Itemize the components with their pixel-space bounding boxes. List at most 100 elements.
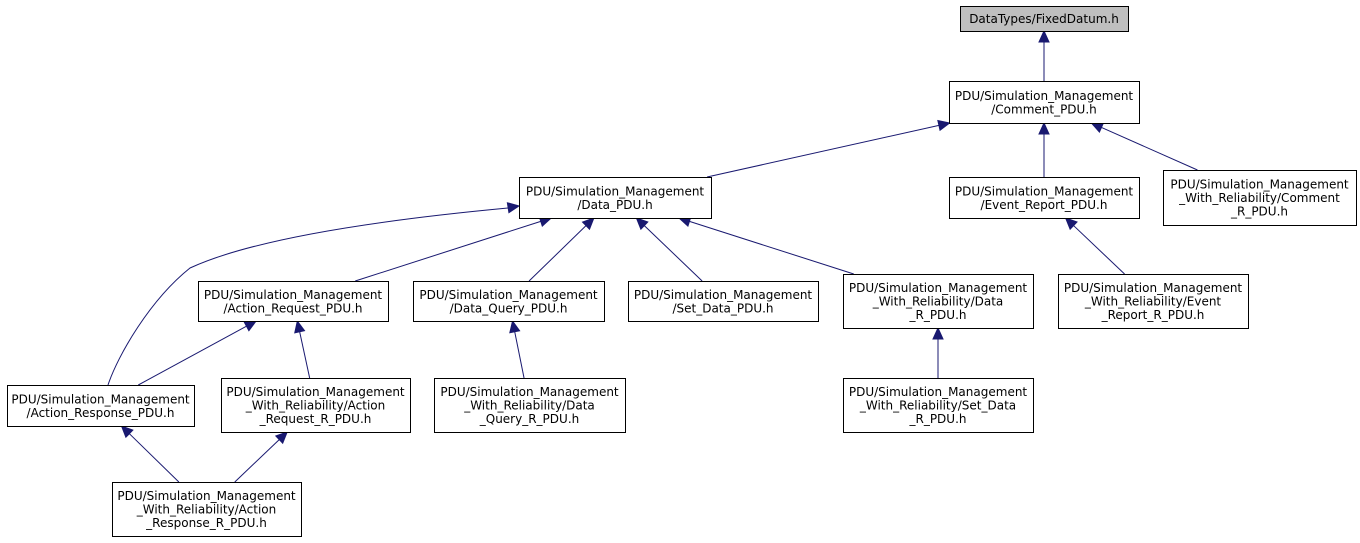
node-box [843, 274, 1034, 329]
edge-data_query-to-data [528, 217, 595, 282]
edge-arrowhead [937, 119, 951, 132]
edge-comment-to-fixed_datum [1038, 29, 1050, 81]
node-box [949, 81, 1140, 124]
node-comment-r[interactable]: PDU/Simulation_Management_With_Reliabili… [1163, 170, 1357, 226]
edge-arrowhead [243, 320, 258, 332]
node-set-data[interactable]: PDU/Simulation_Management/Set_Data_PDU.h [628, 281, 819, 322]
edge-line [1101, 126, 1198, 171]
node-label-line: PDU/Simulation_Management [1064, 281, 1243, 295]
node-label-line: PDU/Simulation_Management [526, 184, 705, 198]
node-comment[interactable]: PDU/Simulation_Management/Comment_PDU.h [949, 81, 1140, 124]
edge-action_request-to-data [355, 216, 553, 282]
node-label-line: _R_PDU.h [1230, 205, 1288, 219]
node-label-line: /Event_Report_PDU.h [981, 198, 1108, 212]
node-box [221, 378, 411, 433]
node-label-line: PDU/Simulation_Management [226, 385, 405, 399]
node-label-line: PDU/Simulation_Management [634, 288, 813, 302]
edge-line [138, 325, 247, 386]
edge-line [689, 220, 854, 275]
node-box [960, 6, 1129, 32]
edge-line [355, 220, 541, 282]
edge-data-to-comment [706, 119, 951, 178]
node-set-data-r[interactable]: PDU/Simulation_Management_With_Reliabili… [843, 378, 1034, 433]
node-data-query-r[interactable]: PDU/Simulation_Management_With_Reliabili… [434, 378, 626, 433]
edge-action_response_r-to-action_response [120, 425, 180, 483]
edge-arrowhead [294, 319, 306, 334]
node-label-line: PDU/Simulation_Management [849, 385, 1028, 399]
node-label-line: PDU/Simulation_Management [440, 385, 619, 399]
node-box [519, 177, 712, 219]
node-box [112, 482, 302, 537]
node-action-response[interactable]: PDU/Simulation_Management/Action_Respons… [7, 385, 195, 427]
edge-line [706, 124, 940, 178]
node-action-request-r[interactable]: PDU/Simulation_Management_With_Reliabili… [221, 378, 411, 433]
edge-arrowhead [509, 319, 521, 334]
node-fixed-datum: DataTypes/FixedDatum.h [960, 6, 1129, 32]
node-label-line: _With_Reliability/Comment [1178, 191, 1340, 205]
node-data-r[interactable]: PDU/Simulation_Management_With_Reliabili… [843, 274, 1034, 329]
node-label-line: PDU/Simulation_Management [955, 89, 1134, 103]
edge-line [514, 331, 525, 379]
edge-action_response-to-data [107, 202, 521, 386]
node-label-line: _With_Reliability/Data [872, 295, 1004, 309]
edge-arrowhead [635, 217, 649, 231]
edge-line [299, 331, 311, 379]
node-label-line: PDU/Simulation_Management [419, 288, 598, 302]
node-box [7, 385, 195, 427]
node-label-line: PDU/Simulation_Management [11, 392, 190, 406]
edge-set_data-to-data [635, 217, 703, 282]
node-data[interactable]: PDU/Simulation_Management/Data_PDU.h [519, 177, 712, 219]
edge-data_query_r-to-data_query [509, 319, 525, 379]
node-label-line: PDU/Simulation_Management [204, 288, 383, 302]
node-label-line: PDU/Simulation_Management [1170, 178, 1349, 192]
node-label-line: _With_Reliability/Action [245, 399, 386, 413]
node-box [843, 378, 1034, 433]
edge-arrowhead [932, 326, 944, 340]
edge-set_data_r-to-data_r [932, 326, 944, 378]
edge-arrowhead [506, 202, 521, 214]
edge-line [643, 225, 703, 282]
edge-arrowhead [274, 431, 289, 445]
edge-line [129, 433, 180, 483]
edge-line [1073, 225, 1125, 275]
edge-arrowhead [1064, 217, 1078, 231]
edge-action_response-to-action_request [138, 320, 258, 386]
edge-arrowhead [581, 217, 595, 231]
node-label-line: _With_Reliability/Data [463, 399, 595, 413]
edge-line [528, 225, 587, 282]
node-label-line: /Set_Data_PDU.h [672, 301, 773, 315]
node-label-line: _Request_R_PDU.h [259, 412, 372, 426]
node-label-line: /Action_Request_PDU.h [223, 301, 362, 315]
edge-line [234, 439, 280, 483]
edge-arrowhead [1038, 121, 1050, 135]
edge-action_request_r-to-action_request [294, 319, 311, 379]
node-label-line: PDU/Simulation_Management [849, 281, 1028, 295]
node-box [1163, 170, 1357, 226]
edge-arrowhead [1090, 122, 1105, 133]
node-box [1058, 274, 1249, 329]
node-event-report-r[interactable]: PDU/Simulation_Management_With_Reliabili… [1058, 274, 1249, 329]
node-box [949, 177, 1140, 219]
node-label-line: _R_PDU.h [908, 308, 966, 322]
node-label-line: _Response_R_PDU.h [145, 516, 267, 530]
node-label-line: PDU/Simulation_Management [955, 184, 1134, 198]
edge-arrowhead [120, 425, 134, 439]
node-box [413, 281, 605, 322]
node-data-query[interactable]: PDU/Simulation_Management/Data_Query_PDU… [413, 281, 605, 322]
node-label-line: _Report_R_PDU.h [1101, 308, 1205, 322]
edge-data_r-to-data [677, 216, 854, 275]
node-action-request[interactable]: PDU/Simulation_Management/Action_Request… [198, 281, 389, 322]
node-label-line: _With_Reliability/Event [1084, 295, 1222, 309]
node-event-report[interactable]: PDU/Simulation_Management/Event_Report_P… [949, 177, 1140, 219]
node-action-response-r[interactable]: PDU/Simulation_Management_With_Reliabili… [112, 482, 302, 537]
edge-arrowhead [1038, 29, 1050, 43]
edge-event_report-to-comment [1038, 121, 1050, 177]
node-label-line: _Query_R_PDU.h [479, 412, 580, 426]
edge-comment_r-to-comment [1090, 122, 1198, 171]
edge-line [107, 207, 509, 386]
edge-action_response_r-to-action_request_r [234, 431, 289, 483]
node-label-line: /Data_Query_PDU.h [450, 301, 568, 315]
node-label-line: DataTypes/FixedDatum.h [969, 12, 1119, 26]
node-box [628, 281, 819, 322]
nodes-layer: DataTypes/FixedDatum.hPDU/Simulation_Man… [7, 6, 1357, 537]
